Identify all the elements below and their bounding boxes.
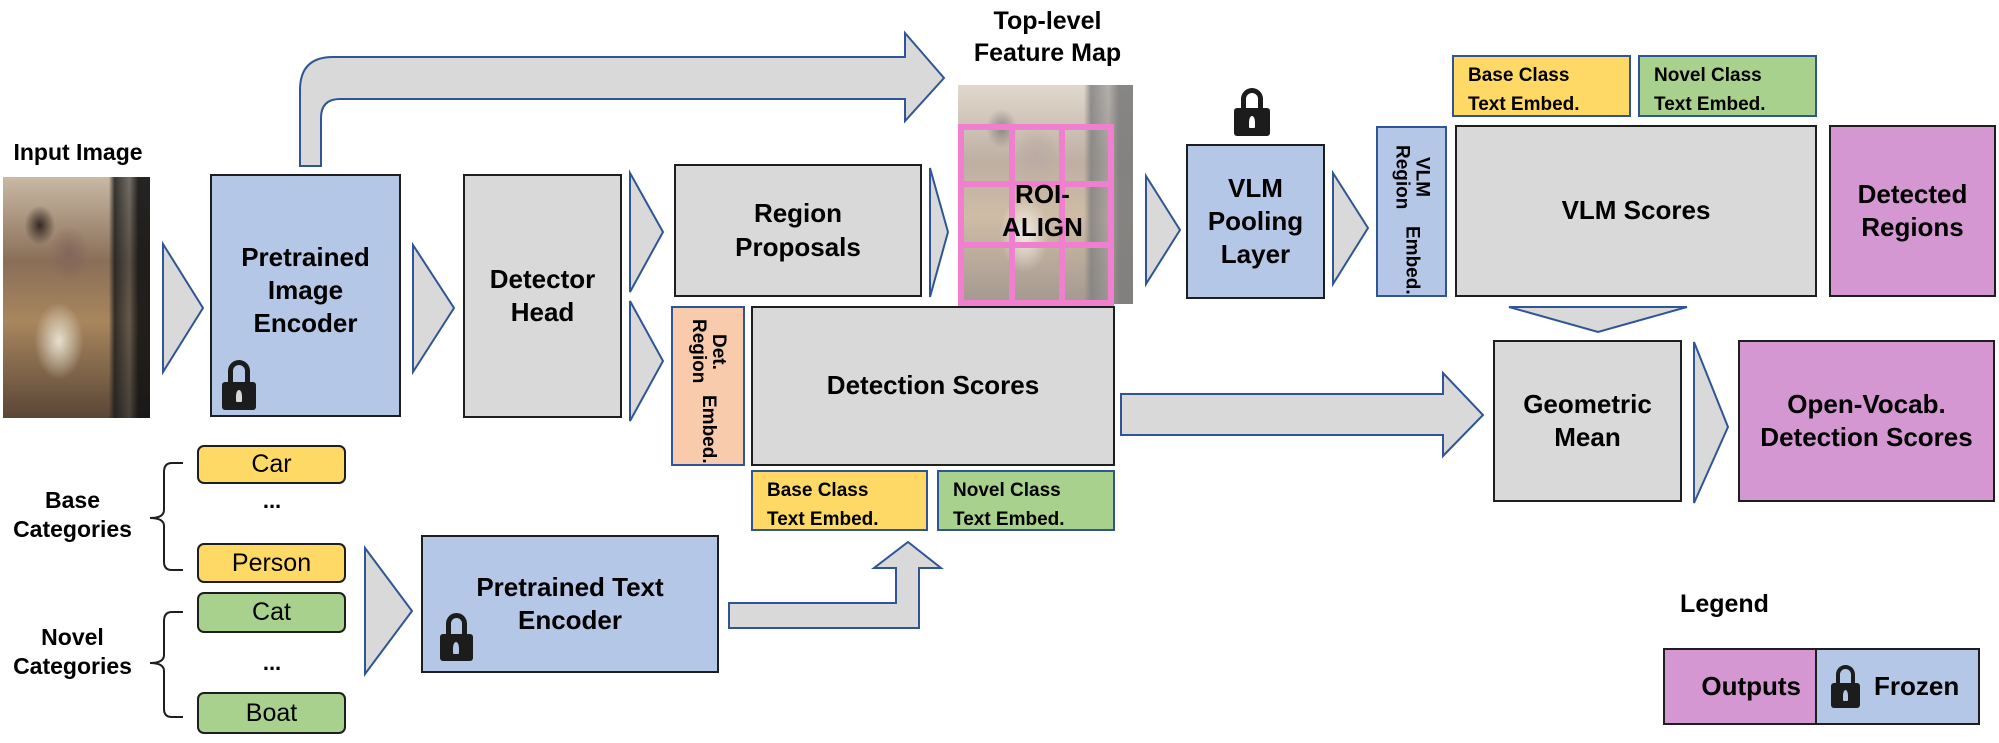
text-encoder-line-1: Pretrained Text	[476, 571, 664, 602]
feature-map-image	[958, 85, 1133, 304]
det-base-class-text-embed[interactable]: Base Class Text Embed.	[751, 470, 928, 531]
base-categories-line-1: Base	[45, 487, 100, 513]
open-vocab-line-1: Open-Vocab.	[1787, 388, 1946, 419]
det-novel-class-text-embed[interactable]: Novel Class Text Embed.	[937, 470, 1115, 531]
vlm-pooling-lock-icon	[1234, 88, 1270, 136]
region-proposals[interactable]: Region Proposals	[674, 164, 922, 297]
feature-map-label: Top-level Feature Map	[950, 5, 1145, 69]
novel-categories-line-2: Categories	[13, 653, 132, 680]
feature-map-label-line-1: Top-level	[993, 7, 1102, 35]
arrow-detection-scores-to-geomean	[1120, 370, 1485, 459]
legend-lock-icon	[1831, 665, 1860, 708]
vlm-region-embed[interactable]: VLM Region Embed.	[1376, 126, 1447, 297]
arrow-categories-to-text-encoder	[364, 544, 414, 678]
detection-scores[interactable]: Detection Scores	[751, 306, 1115, 466]
brace-novel-categories	[149, 611, 183, 718]
arrow-text-encoder-to-embeds	[728, 540, 944, 629]
image-encoder-line-2: Image	[267, 274, 344, 305]
legend-outputs: Outputs	[1665, 650, 1817, 723]
category-pill-person[interactable]: Person	[197, 543, 346, 583]
det-region-embed-line-1: Det. Region	[688, 319, 729, 384]
vlm-pooling-line-3: Layer	[1220, 239, 1291, 270]
det-novel-embed-line-2: Text Embed.	[953, 509, 1065, 531]
det-novel-embed-line-1: Novel Class	[953, 480, 1061, 501]
novel-categories-ellipsis: ...	[262, 650, 282, 675]
vlm-novel-class-text-embed[interactable]: Novel Class Text Embed.	[1638, 55, 1817, 117]
detector-head-line-1: Detector	[489, 263, 596, 294]
legend-title: Legend	[1680, 590, 1769, 618]
vlm-pooling-line-2: Pooling	[1207, 205, 1304, 236]
feature-map-label-line-2: Feature Map	[973, 39, 1122, 67]
vlm-pooling-layer[interactable]: VLM Pooling Layer	[1186, 144, 1325, 299]
arrow-detector-to-det-embed	[629, 300, 665, 422]
detector-head[interactable]: Detector Head	[463, 174, 622, 418]
open-vocab-detection-scores[interactable]: Open-Vocab. Detection Scores	[1738, 340, 1995, 502]
detector-head-line-2: Head	[510, 297, 575, 327]
input-image-label: Input Image	[13, 139, 143, 165]
roi-grid-border	[958, 124, 1114, 306]
vlm-novel-embed-line-2: Text Embed.	[1654, 94, 1766, 116]
input-image-photo	[3, 177, 150, 418]
det-region-embed-line-2: Embed.	[697, 395, 719, 464]
vlm-region-embed-line-2: Embed.	[1401, 226, 1423, 295]
roi-align-label: ROI- ALIGN	[985, 178, 1100, 245]
arrow-vlm-scores-to-geomean	[1508, 306, 1688, 334]
image-encoder-line-1: Pretrained	[241, 241, 370, 272]
geometric-mean-line-1: Geometric	[1523, 388, 1652, 419]
region-proposals-line-2: Proposals	[735, 231, 861, 262]
arrow-detector-to-proposals	[629, 169, 665, 293]
vlm-base-class-text-embed[interactable]: Base Class Text Embed.	[1452, 55, 1631, 117]
roi-align-grid	[958, 124, 1114, 306]
lock-icon	[222, 360, 256, 410]
novel-categories-line-1: Novel	[41, 624, 104, 650]
base-categories-ellipsis: ...	[262, 488, 282, 513]
arrow-encoder-to-detector	[412, 241, 456, 376]
legend-box: Outputs Frozen	[1663, 648, 1980, 725]
vlm-region-embed-line-1: VLM Region	[1391, 144, 1433, 210]
detected-regions-line-2: Regions	[1861, 212, 1964, 242]
category-pill-boat[interactable]: Boat	[197, 692, 346, 734]
text-encoder-lock-icon	[440, 613, 473, 661]
arrow-roi-to-vlm-pooling	[1145, 172, 1182, 288]
open-vocab-line-2: Detection Scores	[1760, 422, 1973, 452]
det-base-embed-line-2: Text Embed.	[767, 509, 879, 531]
novel-categories-label: Novel Categories	[0, 623, 145, 682]
det-base-embed-line-1: Base Class	[767, 480, 869, 501]
arrow-geomean-to-open-vocab	[1693, 341, 1730, 504]
vlm-base-embed-line-1: Base Class	[1468, 65, 1570, 86]
pretrained-image-encoder[interactable]: Pretrained Image Encoder	[210, 174, 401, 417]
geometric-mean[interactable]: Geometric Mean	[1493, 340, 1682, 502]
vlm-novel-embed-line-1: Novel Class	[1654, 65, 1762, 86]
image-encoder-line-3: Encoder	[253, 308, 358, 339]
detected-regions-line-1: Detected	[1857, 178, 1968, 209]
text-encoder-line-2: Encoder	[517, 605, 623, 635]
base-categories-label: Base Categories	[0, 486, 145, 545]
arrow-input-to-encoder	[162, 240, 205, 376]
brace-base-categories	[149, 462, 183, 571]
roi-align-line-2: ALIGN	[1002, 212, 1083, 243]
arrow-proposals-to-roi	[929, 167, 950, 298]
legend-frozen: Frozen	[1817, 650, 1978, 723]
det-region-embed[interactable]: Det. Region Embed.	[671, 306, 745, 466]
vlm-scores[interactable]: VLM Scores	[1455, 125, 1817, 297]
legend-outputs-label: Outputs	[1701, 671, 1801, 701]
category-pill-cat[interactable]: Cat	[197, 592, 346, 633]
detected-regions[interactable]: Detected Regions	[1829, 125, 1996, 297]
category-pill-car[interactable]: Car	[197, 445, 346, 484]
legend-frozen-label: Frozen	[1874, 671, 1960, 701]
region-proposals-line-1: Region	[753, 198, 843, 229]
base-categories-line-2: Categories	[13, 516, 132, 543]
vlm-base-embed-line-2: Text Embed.	[1468, 94, 1580, 116]
roi-align-line-1: ROI-	[1015, 179, 1070, 209]
arrow-vlm-pooling-to-embed	[1332, 169, 1370, 288]
vlm-pooling-line-1: VLM	[1228, 172, 1283, 203]
geometric-mean-line-2: Mean	[1554, 422, 1621, 452]
arrow-encoder-to-feature-map	[299, 30, 946, 167]
